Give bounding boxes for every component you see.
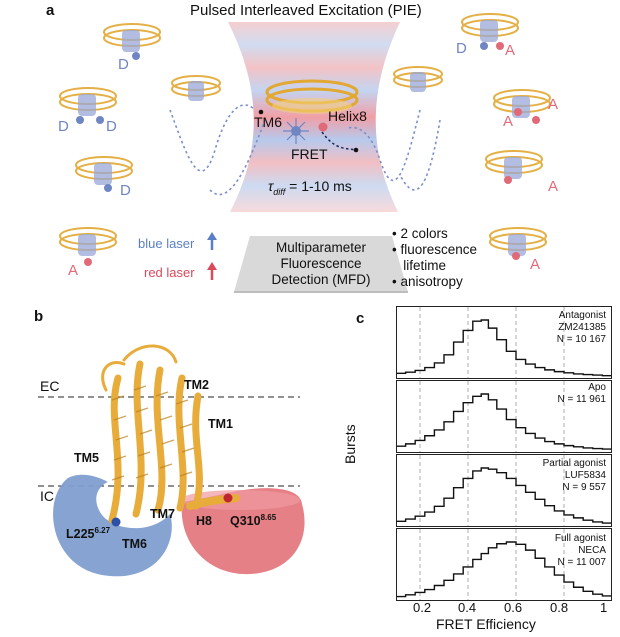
x-axis-label: FRET Efficiency bbox=[436, 616, 536, 632]
bullet-item: • fluorescence bbox=[392, 242, 478, 257]
acceptor-dyes bbox=[84, 42, 540, 266]
mfd-label: Multiparameter Fluorescence Detection (M… bbox=[246, 240, 396, 288]
mfd-line: Detection (MFD) bbox=[271, 272, 371, 287]
annotation-line: Apo bbox=[588, 382, 606, 393]
donor-label: D bbox=[58, 118, 69, 135]
annotation-line: N = 10 167 bbox=[556, 334, 606, 345]
tm6-label: TM6 bbox=[254, 114, 282, 130]
blue-laser-label: blue laser bbox=[138, 236, 195, 251]
ic-label: IC bbox=[40, 488, 54, 504]
panel-annotation-partial-agonist: Partial agonist LUF5834 N = 9 557 bbox=[543, 458, 606, 494]
annotation-line: Antagonist bbox=[558, 310, 606, 321]
annotation-line: Partial agonist bbox=[542, 458, 606, 469]
annotation-line: N = 11 961 bbox=[557, 394, 606, 405]
pie-title: Pulsed Interleaved Excitation (PIE) bbox=[190, 2, 422, 19]
panel-annotations: Antagonist ZM241385 N = 10 167 Apo N = 1… bbox=[396, 306, 612, 602]
fret-histograms bbox=[396, 306, 612, 601]
tm7-label: TM7 bbox=[150, 507, 175, 521]
pie-illustration bbox=[59, 13, 551, 293]
histogram-frame bbox=[396, 380, 612, 453]
donor-dyes bbox=[76, 42, 488, 192]
red-laser-label: red laser bbox=[144, 265, 195, 280]
acceptor-label: A bbox=[548, 178, 559, 195]
tm6-label: TM6 bbox=[122, 537, 147, 551]
x-tick-label: 0.4 bbox=[458, 600, 477, 615]
tau-diff-label: τdiff = 1-10 ms bbox=[268, 178, 352, 197]
donor-label: D bbox=[118, 56, 129, 73]
x-tick-labels: 0.2 0.4 0.6 0.8 1 bbox=[396, 600, 612, 618]
helix8-label: Helix8 bbox=[328, 108, 367, 124]
tm-helices bbox=[101, 344, 240, 524]
fret-label: FRET bbox=[291, 146, 328, 162]
acceptor-label: A bbox=[548, 96, 559, 113]
residue-q310-marker bbox=[223, 493, 233, 503]
histogram-outline bbox=[397, 393, 611, 450]
bullet-item: lifetime bbox=[392, 258, 447, 273]
h8-label: H8 bbox=[196, 514, 212, 528]
chain-path-right-2 bbox=[399, 119, 441, 191]
residue-q310-sup: 8.65 bbox=[260, 513, 277, 522]
annotation-line: N = 9 557 bbox=[562, 482, 606, 493]
bullet-item: • anisotropy bbox=[392, 274, 463, 289]
left-accessible-volume bbox=[53, 474, 172, 577]
histogram-frame bbox=[396, 454, 612, 527]
mfd-line: Multiparameter bbox=[275, 240, 367, 255]
x-tick-label: 0.2 bbox=[413, 600, 432, 615]
receptor-structure bbox=[38, 344, 305, 577]
right-accessible-volume bbox=[181, 488, 305, 575]
center-membrane bbox=[265, 79, 359, 114]
residue-l225-label: L2256.27 bbox=[66, 526, 110, 541]
ec-label: EC bbox=[40, 378, 60, 394]
chain-path-left bbox=[169, 104, 256, 172]
annotation-line: ZM241385 bbox=[558, 322, 606, 333]
panel-annotation-antagonist: Antagonist ZM241385 N = 10 167 bbox=[557, 310, 606, 346]
donor-label: D bbox=[106, 118, 117, 135]
histogram-outline bbox=[397, 319, 611, 377]
fret-star bbox=[283, 118, 328, 144]
annotation-line: N = 11 007 bbox=[557, 557, 606, 568]
y-axis-label: Bursts bbox=[342, 424, 358, 464]
x-tick-label: 0.6 bbox=[504, 600, 523, 615]
residue-l225-marker bbox=[111, 517, 121, 527]
tau-subscript: diff bbox=[273, 186, 286, 197]
panel-a-letter: a bbox=[46, 2, 55, 19]
mfd-detector-box bbox=[234, 236, 408, 292]
histogram-frame bbox=[396, 306, 612, 379]
acceptor-label: A bbox=[503, 113, 514, 130]
histogram-frame bbox=[396, 528, 612, 601]
tm5-label: TM5 bbox=[74, 451, 99, 465]
tm2-label: TM2 bbox=[184, 378, 209, 392]
chain-path-left-2 bbox=[209, 119, 266, 196]
annotation-line: LUF5834 bbox=[564, 470, 606, 481]
mfd-line: Fluorescence bbox=[280, 256, 362, 271]
residue-l225-sup: 6.27 bbox=[94, 526, 111, 535]
residue-l225-name: L225 bbox=[66, 527, 95, 542]
red-laser-arrow bbox=[207, 262, 217, 280]
annotation-line: Full agonist bbox=[554, 533, 606, 544]
acceptor-label: A bbox=[505, 42, 516, 59]
histogram-outline bbox=[397, 467, 611, 524]
blue-laser-arrow bbox=[207, 232, 217, 250]
residue-q310-name: Q310 bbox=[230, 514, 261, 529]
histogram-outline bbox=[397, 541, 611, 598]
bullet-item: • 2 colors bbox=[392, 226, 448, 241]
panel-b-letter: b bbox=[34, 308, 44, 325]
donor-label: D bbox=[456, 40, 467, 57]
annotation-line: NECA bbox=[578, 545, 606, 556]
mfd-bullets: • 2 colors • fluorescence lifetime • ani… bbox=[392, 226, 477, 290]
acceptor-label: A bbox=[68, 262, 79, 279]
panel-annotation-apo: Apo N = 11 961 bbox=[558, 382, 606, 406]
panel-c-letter: c bbox=[356, 310, 365, 327]
acceptor-label: A bbox=[530, 256, 541, 273]
laser-beam bbox=[228, 22, 400, 212]
tm1-label: TM1 bbox=[208, 417, 233, 431]
chain-path-right bbox=[347, 109, 421, 182]
x-tick-label: 0.8 bbox=[550, 600, 569, 615]
residue-q310-label: Q3108.65 bbox=[230, 513, 276, 528]
tau-symbol: τ bbox=[268, 178, 274, 194]
tau-value: = 1-10 ms bbox=[289, 178, 352, 194]
x-tick-label: 1 bbox=[600, 600, 608, 615]
donor-label: D bbox=[120, 182, 131, 199]
panel-annotation-full-agonist: Full agonist NECA N = 11 007 bbox=[555, 533, 606, 569]
